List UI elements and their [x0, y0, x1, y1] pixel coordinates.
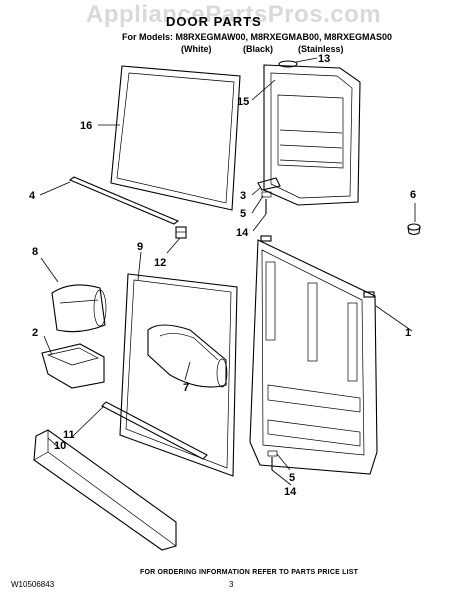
- page-number: 3: [229, 580, 234, 589]
- callout-14-upper: 14: [236, 227, 249, 239]
- part-door-gasket-lower: [119, 273, 238, 477]
- callout-2: 2: [32, 327, 38, 339]
- part-trim-upper: [68, 176, 180, 225]
- callout-3: 3: [240, 190, 246, 202]
- callout-13: 13: [318, 53, 330, 65]
- callout-11: 11: [63, 429, 75, 441]
- callout-7: 7: [183, 382, 189, 394]
- leader-lines: [39, 57, 416, 486]
- callout-5-upper: 5: [240, 208, 246, 220]
- part-dairy-door: [51, 284, 107, 333]
- part-refrigerator-door: [249, 235, 378, 475]
- watermark: AppliancePartsPros.com: [86, 1, 382, 28]
- variant-black: (Black): [243, 44, 274, 54]
- callout-15: 15: [237, 96, 249, 108]
- callouts: 1 2 3 4 5 5 6 7 8 9 10 11 12 13 14 14 15…: [29, 53, 416, 498]
- callout-8: 8: [32, 246, 38, 258]
- callout-1: 1: [405, 327, 411, 339]
- part-trim-lower: [101, 401, 208, 460]
- part-door-gasket-upper: [110, 65, 241, 211]
- part-small-bin: [41, 343, 105, 389]
- document-code: W10506843: [11, 580, 55, 589]
- models-line: For Models: M8RXEGMAW00, M8RXEGMAB00, M8…: [122, 32, 393, 42]
- part-hinge-lower: [267, 450, 278, 470]
- callout-16: 16: [80, 120, 92, 132]
- callout-5-lower: 5: [289, 472, 295, 484]
- callout-10: 10: [54, 440, 66, 452]
- part-plug: [407, 223, 421, 236]
- callout-6: 6: [410, 189, 416, 201]
- callout-14-lower: 14: [284, 486, 297, 498]
- variant-stainless: (Stainless): [298, 44, 344, 54]
- ordering-note: FOR ORDERING INFORMATION REFER TO PARTS …: [140, 569, 359, 576]
- callout-9: 9: [137, 241, 143, 253]
- part-clip: [175, 226, 187, 239]
- part-door-shelf: [33, 429, 177, 551]
- part-hinge-upper: [257, 177, 281, 214]
- part-door-bin: [147, 324, 228, 388]
- variant-white: (White): [181, 44, 212, 54]
- callout-4: 4: [29, 190, 36, 202]
- callout-12: 12: [154, 257, 166, 269]
- page-title: DOOR PARTS: [166, 14, 262, 29]
